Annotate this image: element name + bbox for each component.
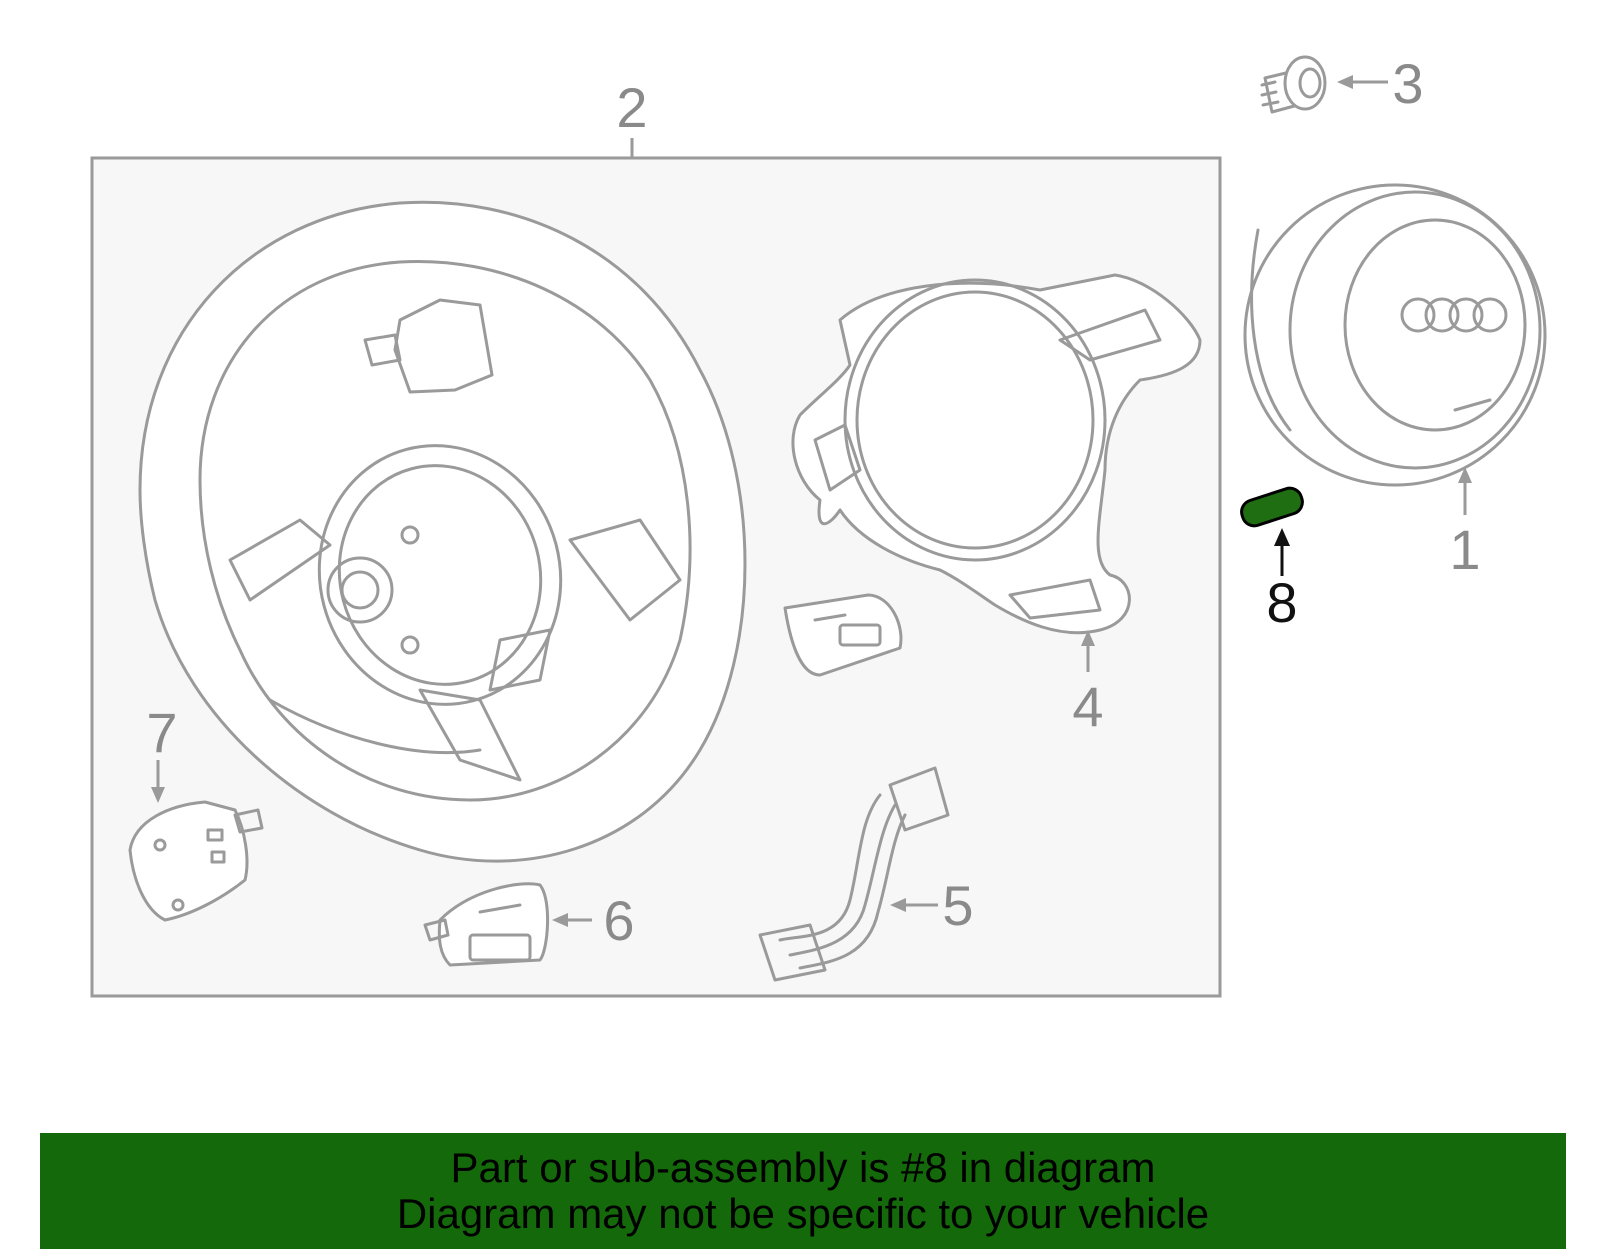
callout-1-label: 1 [1449,518,1480,581]
callout-3-arrowhead [1337,75,1353,89]
callout-6-label: 6 [603,889,634,952]
steering-wheel [138,200,747,863]
callout-5-arrowhead [890,898,906,912]
driver-airbag [1243,183,1547,487]
callout-5-label: 5 [942,874,973,937]
banner-line-1: Part or sub-assembly is #8 in diagram [450,1144,1156,1191]
wiring-harness [758,766,950,982]
callout-1-arrowhead [1458,467,1472,483]
info-banner: Part or sub-assembly is #8 in diagram Di… [40,1133,1566,1249]
mounting-bolt [1260,55,1327,114]
wheel-trim-cover [791,273,1202,635]
callout-7-arrowhead [151,787,165,803]
multifunction-switch-right [783,593,903,677]
control-module [128,800,264,922]
callout-4-arrowhead [1081,630,1095,646]
callout-7-label: 7 [146,701,177,764]
highlighted-part-8 [1240,486,1304,528]
callout-2-label: 2 [616,76,647,139]
callout-4-label: 4 [1072,675,1103,738]
banner-line-2: Diagram may not be specific to your vehi… [396,1190,1210,1237]
multifunction-switch-left [423,882,549,967]
callout-3-label: 3 [1392,52,1423,115]
callout-6-arrowhead [552,913,568,927]
callout-8-arrowhead [1274,528,1290,546]
callout-8-label: 8 [1266,571,1297,634]
